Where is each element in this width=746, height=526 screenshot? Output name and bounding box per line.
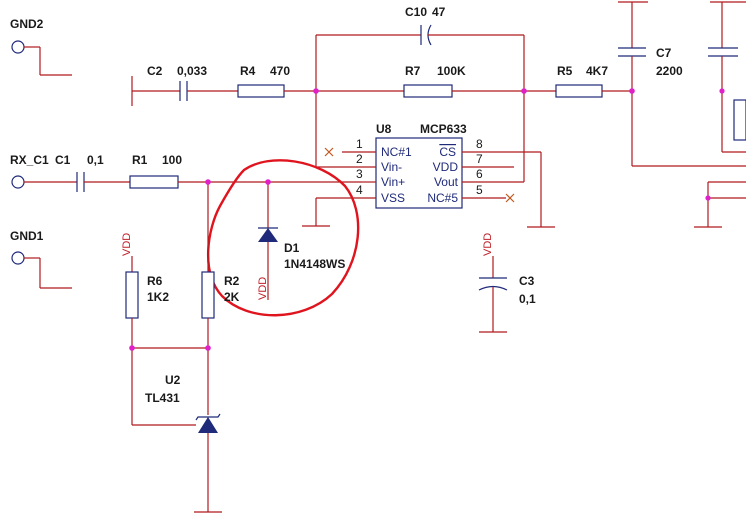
resistor-r5: R5 4K7 [555, 64, 632, 98]
u8-pin1-no-connect [324, 147, 334, 157]
resistor-r1: R1 100 [129, 153, 362, 189]
c1-value: 0,1 [87, 153, 104, 167]
port-gnd1: GND1 [10, 229, 72, 289]
highlight-circle [206, 159, 360, 317]
port-rx-c1: RX_C1 [10, 153, 77, 189]
resistor-r7: R7 100K [403, 64, 556, 98]
r1-value: 100 [162, 153, 182, 167]
shunt-regulator-u2: U2 TL431 [145, 373, 222, 513]
junction-dots [129, 88, 635, 351]
r5-ref: R5 [557, 64, 573, 78]
c7-value: 2200 [656, 64, 683, 78]
u8-pin7-name: VDD [433, 160, 459, 174]
capacitor-c2: C2 0,033 [131, 64, 238, 106]
capacitor-c1: C1 0,1 [55, 153, 130, 192]
r7-ref: R7 [405, 64, 421, 78]
u8-pin8-name: CS [439, 145, 456, 159]
u8-pin1-num: 1 [356, 137, 363, 151]
r7-value: 100K [437, 64, 466, 78]
junction-dot [521, 88, 527, 94]
port-gnd2-label: GND2 [10, 17, 44, 31]
r5-value: 4K7 [586, 64, 608, 78]
u8-pin3-name: Vin+ [381, 175, 405, 189]
right-edge-partial-parts [694, 1, 746, 228]
vdd-r6-label: VDD [121, 233, 133, 256]
junction-dot [265, 179, 271, 185]
c7-ref: C7 [656, 46, 672, 60]
opamp-u8: U8 MCP633 1 2 3 4 NC#1 Vin- Vin+ VSS 8 7… [316, 122, 541, 209]
r2-ref: R2 [224, 274, 240, 288]
port-gnd2: GND2 [10, 17, 72, 76]
u8-pin7-num: 7 [476, 152, 483, 166]
diode-d1: D1 1N4148WS VDD [257, 182, 345, 300]
r1-ref: R1 [132, 153, 148, 167]
c3-value: 0,1 [519, 292, 536, 306]
u8-pin3-num: 3 [356, 167, 363, 181]
u8-pin5-no-connect [505, 193, 515, 203]
junction-dot [129, 345, 135, 351]
u8-value: MCP633 [420, 122, 467, 136]
r4-ref: R4 [240, 64, 256, 78]
junction-dot [629, 88, 635, 94]
u8-pin8-num: 8 [476, 137, 483, 151]
u8-pin2-num: 2 [356, 152, 363, 166]
c10-ref: C10 [405, 5, 427, 19]
u2-value: TL431 [145, 391, 180, 405]
capacitor-c10: C10 47 [315, 5, 525, 91]
c10-value: 47 [432, 5, 446, 19]
u8-pin6-name: Vout [434, 175, 459, 189]
c1-ref: C1 [55, 153, 71, 167]
d1-value: 1N4148WS [284, 257, 345, 271]
r6-ref: R6 [147, 274, 163, 288]
u2-ref: U2 [165, 373, 181, 387]
port-rx-c1-label: RX_C1 [10, 153, 49, 167]
d1-ref: D1 [284, 241, 300, 255]
u8-pin4-num: 4 [356, 183, 363, 197]
u8-pin5-name: NC#5 [427, 191, 458, 205]
u8-pin4-name: VSS [381, 191, 405, 205]
u8-pin6-num: 6 [476, 167, 483, 181]
u8-ref: U8 [376, 122, 392, 136]
r4-value: 470 [270, 64, 290, 78]
opamp-wiring [302, 91, 555, 228]
r6-value: 1K2 [147, 290, 169, 304]
resistor-r2: R2 2K [201, 182, 240, 415]
resistor-r4: R4 470 [237, 64, 404, 98]
u8-pin1-name: NC#1 [381, 145, 412, 159]
port-gnd1-label: GND1 [10, 229, 44, 243]
vdd-c3-label: VDD [482, 233, 494, 256]
junction-dot [205, 179, 211, 185]
u8-pin2-name: Vin- [381, 160, 402, 174]
u8-pin5-num: 5 [476, 183, 483, 197]
resistor-r6: VDD R6 1K2 [121, 233, 196, 426]
vdd-d1-label: VDD [257, 277, 269, 300]
junction-dot [205, 345, 211, 351]
junction-dot [313, 88, 319, 94]
capacitor-c3: VDD C3 0,1 [478, 233, 536, 333]
r2-value: 2K [224, 290, 240, 304]
c3-ref: C3 [519, 274, 535, 288]
capacitor-c7: C7 2200 [618, 1, 746, 167]
c2-ref: C2 [147, 64, 163, 78]
c2-value: 0,033 [177, 64, 207, 78]
